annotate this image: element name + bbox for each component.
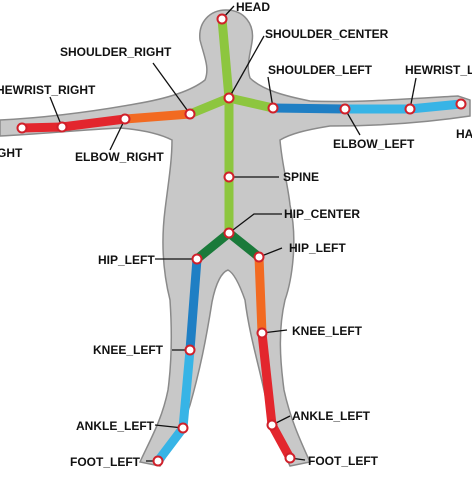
bone-hand-left (405, 99, 466, 114)
bone-head-neck (217, 14, 234, 103)
label-shoulder-right: SHOULDER_RIGHT (60, 45, 172, 59)
joint-hand-left (455, 98, 467, 110)
bone-shoulder-left (224, 93, 278, 113)
label-elbow-left: ELBOW_LEFT (333, 137, 415, 151)
label-knee-left-b: KNEE_LEFT (292, 324, 363, 338)
label-shoulder-center: SHOULDER_CENTER (265, 27, 389, 41)
bones-arm-right (17, 109, 195, 133)
joint-wrist-right (56, 121, 68, 133)
bone-hip-left (224, 228, 264, 262)
bone-shoulder-right (185, 93, 234, 119)
label-foot-left-a: FOOT_LEFT (70, 455, 141, 469)
joint-shoulder-left (267, 102, 279, 114)
label-ankle-left-b: ANKLE_LEFT (292, 409, 371, 423)
joint-hip-left (253, 251, 265, 263)
bone-shin-left (257, 328, 277, 430)
label-hip-left-b: HIP_LEFT (289, 241, 346, 255)
label-ankle-left-a: ANKLE_LEFT (76, 419, 155, 433)
label-hand-left: HA (456, 127, 472, 141)
label-hand-right: GHT (0, 146, 23, 160)
label-foot-left-b: FOOT_LEFT (308, 454, 379, 468)
joints (16, 13, 467, 467)
label-spine: SPINE (283, 170, 319, 184)
bone-foot-left (267, 420, 295, 463)
bone-thigh-right (185, 254, 202, 355)
joint-knee-left (256, 327, 268, 339)
joint-shoulder-center (223, 92, 235, 104)
label-shoulder-left: SHOULDER_LEFT (268, 63, 373, 77)
label-head: HEAD (236, 0, 270, 14)
joint-hand-right (16, 122, 28, 134)
joint-wrist-left (404, 103, 416, 115)
joint-hip-center (223, 227, 235, 239)
label-hip-center: HIP_CENTER (284, 207, 360, 221)
label-wrist-left: HEWRIST_LEFT (405, 63, 472, 77)
label-hip-left-a: HIP_LEFT (98, 253, 155, 267)
joint-foot-left (284, 452, 296, 464)
label-knee-left-a: KNEE_LEFT (93, 343, 164, 357)
bones-leg-right (153, 254, 202, 466)
joint-ankle-left (266, 419, 278, 431)
joint-elbow-left (339, 103, 351, 115)
joint-ankle-right (177, 422, 189, 434)
bone-upperarm-right (120, 109, 195, 124)
bone-foot-right (153, 423, 188, 466)
leader-hip-center (228, 213, 282, 234)
leader-elbow-right (109, 118, 126, 151)
label-wrist-right: HEWRIST_RIGHT (0, 83, 96, 97)
joint-shoulder-right (184, 108, 196, 120)
joint-knee-right (184, 344, 196, 356)
leader-shoulder-right (152, 62, 191, 115)
bone-upperarm-left (268, 103, 350, 114)
joint-hip-right (191, 253, 203, 265)
bones-hip (192, 228, 264, 264)
label-elbow-right: ELBOW_RIGHT (75, 150, 164, 164)
bones-leg-left (254, 252, 295, 463)
bone-hand-right (17, 122, 67, 133)
joint-foot-right (152, 455, 164, 467)
joint-spine (223, 171, 235, 183)
bones-arm-left (268, 99, 466, 114)
bone-forearm-right (57, 114, 130, 132)
bones-green (185, 14, 278, 238)
joint-elbow-right (119, 113, 131, 125)
bone-hip-right (192, 228, 234, 264)
bone-shin-right (178, 345, 195, 433)
leader-shoulder-center (228, 35, 265, 99)
joint-head (216, 13, 228, 25)
bone-thigh-left (254, 252, 267, 338)
